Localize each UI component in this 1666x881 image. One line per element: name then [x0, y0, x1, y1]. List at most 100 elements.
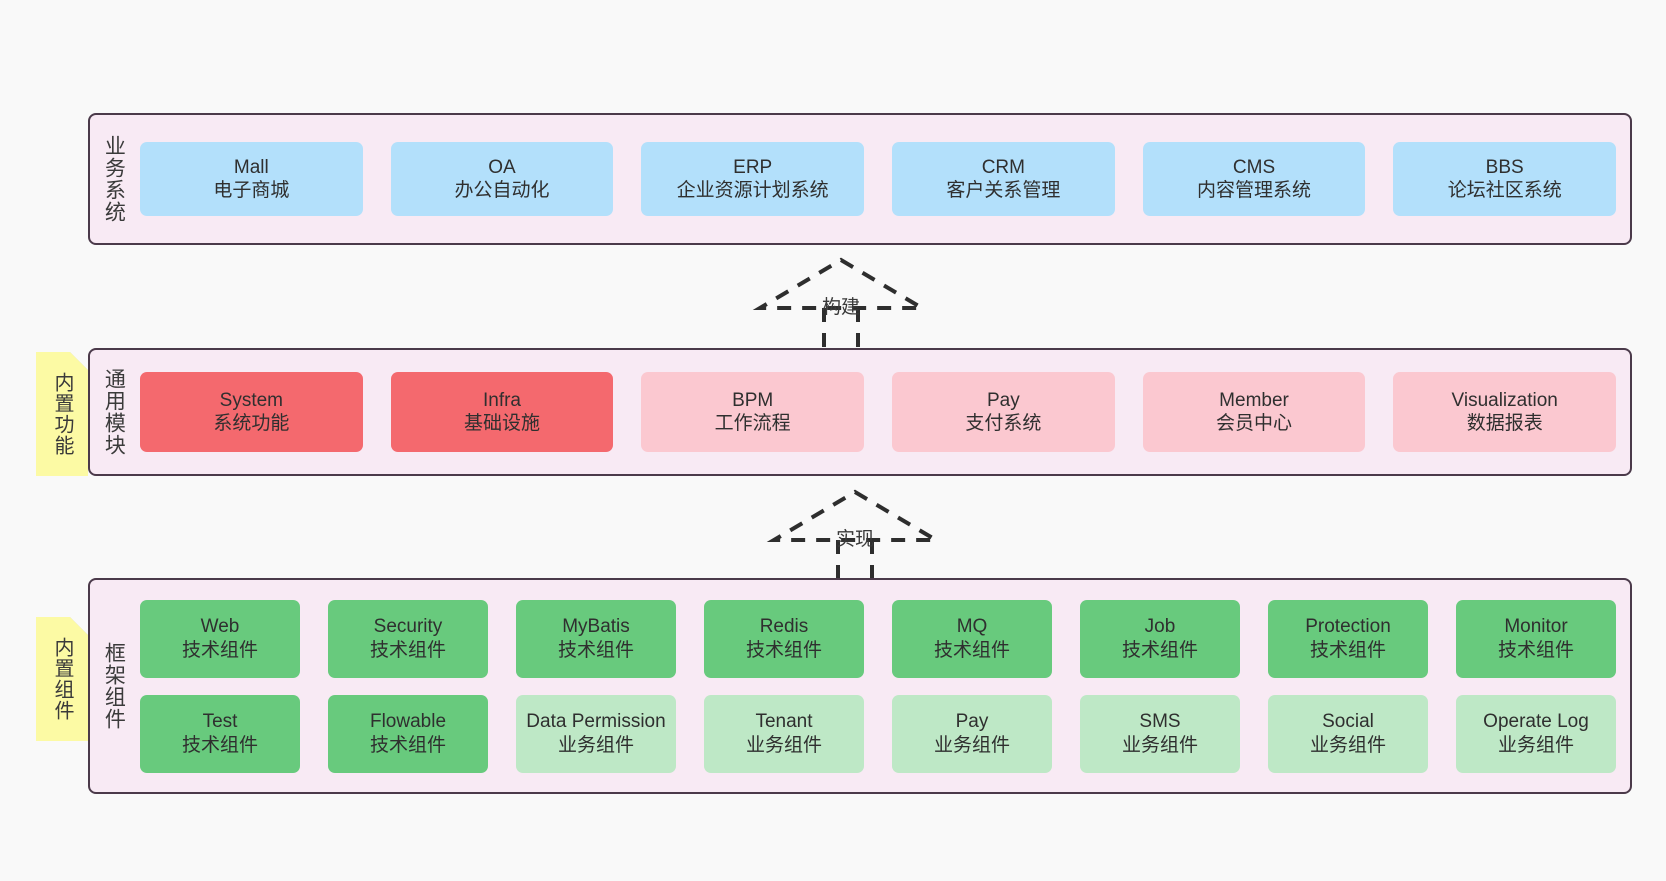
card-title: CRM — [981, 156, 1025, 178]
card-row: System 系统功能 Infra 基础设施 BPM 工作流程 Pay 支付系统… — [140, 372, 1617, 452]
card-title: BBS — [1485, 156, 1524, 178]
arrow-build: 构建 — [746, 256, 936, 360]
card-subtitle: 内容管理系统 — [1197, 180, 1312, 201]
card-title: Redis — [759, 616, 809, 638]
card-title: Web — [200, 616, 240, 638]
card-subtitle: 技术组件 — [369, 734, 446, 756]
card-title: Test — [202, 711, 238, 733]
card-infra[interactable]: Infra 基础设施 — [390, 372, 614, 452]
card-title: SMS — [1139, 711, 1181, 733]
card-title: Social — [1322, 711, 1374, 733]
card-title: ERP — [733, 156, 773, 178]
card-cms[interactable]: CMS 内容管理系统 — [1142, 142, 1366, 216]
card-title: Infra — [482, 389, 522, 411]
card-subtitle: 业务组件 — [557, 734, 634, 756]
layer-business-systems: 业务系统 Mall 电子商城 OA 办公自动化 ERP 企业资源计划系统 CRM… — [88, 113, 1632, 245]
sticky-note-label: 内置组件 — [51, 637, 73, 721]
card-subtitle: 电子商城 — [213, 180, 290, 201]
card-mall[interactable]: Mall 电子商城 — [140, 142, 363, 216]
card-subtitle: 技术组件 — [745, 639, 822, 661]
card-title: OA — [488, 156, 516, 178]
card-pay[interactable]: Pay 支付系统 — [892, 372, 1115, 452]
card-title: Data Permission — [526, 711, 666, 733]
card-title: Visualization — [1451, 389, 1558, 411]
card-subtitle: 业务组件 — [745, 734, 822, 756]
sticky-note-builtin-features: 内置功能 — [36, 352, 88, 476]
card-bpm[interactable]: BPM 工作流程 — [641, 372, 865, 452]
card-oa[interactable]: OA 办公自动化 — [390, 142, 614, 216]
card-title: BPM — [732, 389, 774, 411]
sticky-note-label: 内置功能 — [51, 372, 73, 456]
card-subtitle: 技术组件 — [369, 639, 446, 661]
card-subtitle: 业务组件 — [1121, 734, 1198, 756]
card-title: System — [219, 389, 284, 411]
folded-corner-icon — [70, 352, 88, 370]
card-subtitle: 业务组件 — [1309, 734, 1386, 756]
card-title: Pay — [955, 711, 989, 733]
layer-caption-common: 通用模块 — [102, 368, 126, 456]
card-subtitle: 会员中心 — [1216, 413, 1293, 434]
card-title: Mall — [233, 156, 269, 178]
card-title: Security — [373, 616, 443, 638]
card-security[interactable]: Security 技术组件 — [328, 599, 488, 678]
card-redis[interactable]: Redis 技术组件 — [704, 599, 864, 678]
layer-framework-components: 框架组件 Web 技术组件 Security 技术组件 MyBatis 技术组件… — [88, 578, 1632, 794]
card-visualization[interactable]: Visualization 数据报表 — [1393, 372, 1617, 452]
card-subtitle: 数据报表 — [1466, 413, 1543, 434]
card-data-permission[interactable]: Data Permission 业务组件 — [516, 694, 676, 773]
card-subtitle: 技术组件 — [1309, 639, 1386, 661]
card-test[interactable]: Test 技术组件 — [140, 694, 300, 773]
card-subtitle: 支付系统 — [965, 413, 1042, 434]
card-crm[interactable]: CRM 客户关系管理 — [892, 142, 1115, 216]
card-title: CMS — [1232, 156, 1276, 178]
card-operate-log[interactable]: Operate Log 业务组件 — [1456, 694, 1616, 773]
card-title: Flowable — [369, 711, 447, 733]
arrow-implement-label: 实现 — [835, 529, 875, 550]
card-subtitle: 办公自动化 — [454, 180, 550, 201]
card-subtitle: 客户关系管理 — [946, 180, 1061, 201]
arrowhead-outline — [752, 257, 930, 310]
arrow-implement: 实现 — [760, 488, 950, 592]
card-member[interactable]: Member 会员中心 — [1142, 372, 1366, 452]
card-flowable[interactable]: Flowable 技术组件 — [328, 694, 488, 773]
card-row: Mall 电子商城 OA 办公自动化 ERP 企业资源计划系统 CRM 客户关系… — [140, 142, 1617, 216]
card-subtitle: 企业资源计划系统 — [676, 180, 829, 201]
card-protection[interactable]: Protection 技术组件 — [1268, 599, 1428, 678]
card-subtitle: 技术组件 — [181, 734, 258, 756]
card-tenant[interactable]: Tenant 业务组件 — [704, 694, 864, 773]
layer-body-frame: Web 技术组件 Security 技术组件 MyBatis 技术组件 Redi… — [136, 580, 1630, 792]
card-monitor[interactable]: Monitor 技术组件 — [1456, 599, 1616, 678]
card-subtitle: 技术组件 — [181, 639, 258, 661]
card-title: Operate Log — [1483, 711, 1589, 733]
card-title: Pay — [986, 389, 1020, 411]
card-mybatis[interactable]: MyBatis 技术组件 — [516, 599, 676, 678]
card-subtitle: 技术组件 — [557, 639, 634, 661]
card-title: Protection — [1305, 616, 1391, 638]
card-subtitle: 技术组件 — [1497, 639, 1574, 661]
layer-body-business: Mall 电子商城 OA 办公自动化 ERP 企业资源计划系统 CRM 客户关系… — [136, 115, 1630, 243]
card-title: Tenant — [755, 711, 813, 733]
card-subtitle: 系统功能 — [213, 413, 290, 434]
card-subtitle: 技术组件 — [933, 639, 1010, 661]
card-bbs[interactable]: BBS 论坛社区系统 — [1393, 142, 1617, 216]
card-title: MyBatis — [562, 616, 630, 638]
card-erp[interactable]: ERP 企业资源计划系统 — [641, 142, 865, 216]
layer-caption-frame: 框架组件 — [102, 642, 126, 730]
card-subtitle: 技术组件 — [1121, 639, 1198, 661]
card-subtitle: 论坛社区系统 — [1447, 180, 1562, 201]
card-system[interactable]: System 系统功能 — [140, 372, 363, 452]
layer-caption-business: 业务系统 — [102, 135, 126, 223]
card-title: Member — [1219, 389, 1289, 411]
arrowhead-outline — [766, 489, 944, 542]
card-pay-business[interactable]: Pay 业务组件 — [892, 694, 1052, 773]
card-sms[interactable]: SMS 业务组件 — [1080, 694, 1240, 773]
layer-common-modules: 通用模块 System 系统功能 Infra 基础设施 BPM 工作流程 Pay… — [88, 348, 1632, 476]
card-web[interactable]: Web 技术组件 — [140, 599, 300, 678]
sticky-note-builtin-components: 内置组件 — [36, 617, 88, 741]
card-row: Web 技术组件 Security 技术组件 MyBatis 技术组件 Redi… — [140, 599, 1616, 678]
card-job[interactable]: Job 技术组件 — [1080, 599, 1240, 678]
arrow-shaft — [822, 308, 860, 360]
card-social[interactable]: Social 业务组件 — [1268, 694, 1428, 773]
card-mq[interactable]: MQ 技术组件 — [892, 599, 1052, 678]
